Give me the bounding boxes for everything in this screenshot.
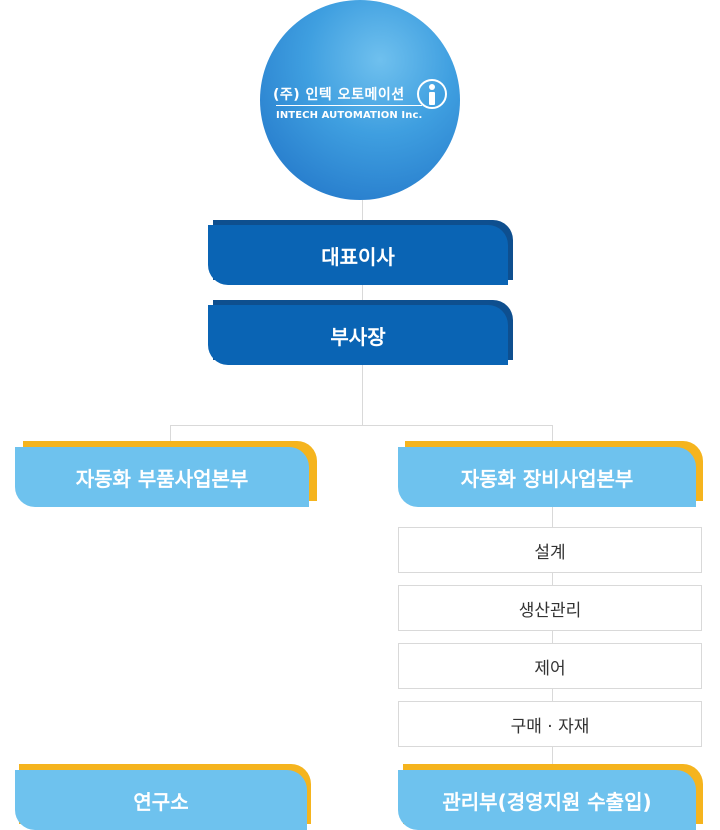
connector-logo-ceo — [362, 200, 363, 222]
logo-korean-name: (주) 인텍 오토메이션 — [273, 87, 405, 103]
info-i-icon — [417, 79, 447, 109]
logo-english-name: INTECH AUTOMATION Inc. — [276, 110, 423, 121]
connector-right-drop — [552, 425, 553, 445]
equipment-division-box: 자동화 장비사업본부 — [398, 447, 696, 507]
research-box: 연구소 — [15, 770, 307, 830]
connector-horizontal — [170, 425, 553, 426]
vp-box: 부사장 — [208, 305, 508, 365]
logo-underline — [276, 105, 422, 106]
connector-left-drop — [170, 425, 171, 445]
equipment-item-design: 설계 — [398, 527, 702, 573]
connector-vp-down — [362, 364, 363, 426]
ceo-box: 대표이사 — [208, 225, 508, 285]
connector-equipment-items — [552, 506, 553, 768]
parts-division-box: 자동화 부품사업본부 — [15, 447, 309, 507]
equipment-item-purchasing: 구매 · 자재 — [398, 701, 702, 747]
equipment-item-control: 제어 — [398, 643, 702, 689]
management-box: 관리부(경영지원 수출입) — [398, 770, 696, 830]
connector-ceo-vp — [362, 284, 363, 304]
equipment-item-production: 생산관리 — [398, 585, 702, 631]
